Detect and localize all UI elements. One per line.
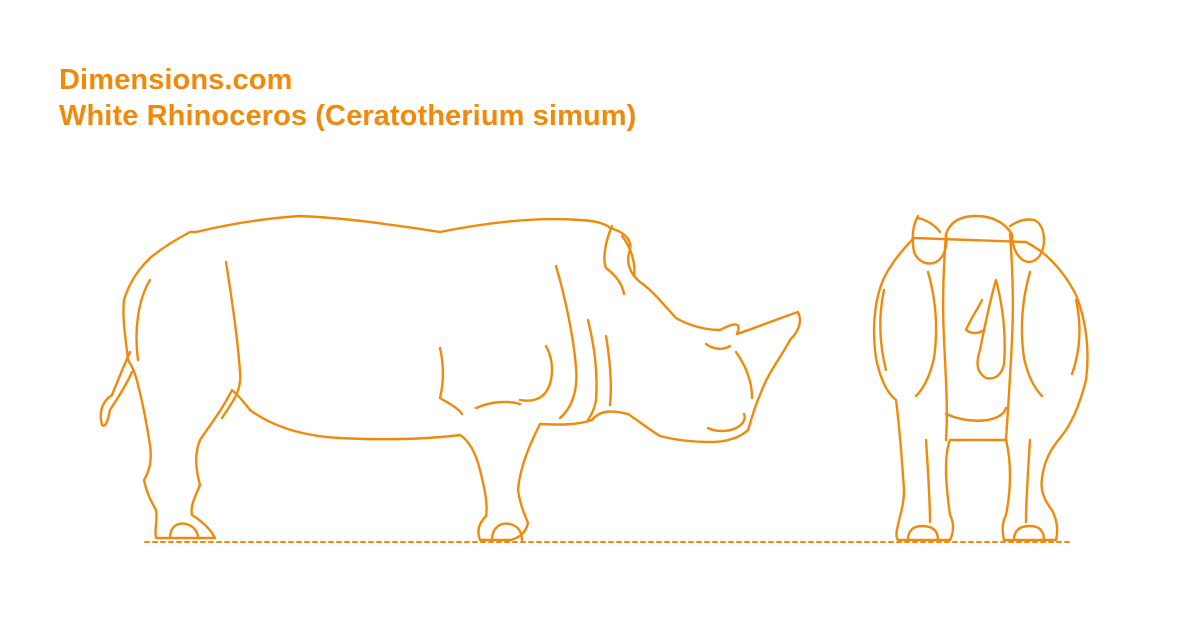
side-rump-fold <box>135 278 152 362</box>
side-chest-fold <box>518 344 554 402</box>
front-left-toes <box>906 524 940 542</box>
front-body-outline <box>872 236 1089 542</box>
page-title: White Rhinoceros (Ceratotherium simum) <box>59 100 637 132</box>
front-left-leg-line <box>924 438 932 524</box>
side-mouth <box>706 412 746 433</box>
front-left-shoulder-fold <box>914 270 938 398</box>
side-tail <box>99 350 134 427</box>
front-head-top <box>911 214 1046 265</box>
front-left-outer-fold <box>879 288 888 372</box>
side-ear-inner <box>620 234 636 278</box>
side-body-outline <box>122 214 802 542</box>
side-rear-toes <box>168 522 200 540</box>
front-right-shoulder-fold <box>1020 270 1044 398</box>
front-right-leg-line <box>1024 438 1032 524</box>
front-front-horn <box>976 278 1006 380</box>
side-front-leg-fold-1 <box>438 346 464 416</box>
front-face-right <box>1004 232 1015 442</box>
side-ear <box>603 224 626 296</box>
side-horn-base <box>734 350 754 400</box>
header: Dimensions.com White Rhinoceros (Ceratot… <box>59 62 636 134</box>
site-name: Dimensions.com <box>59 64 293 96</box>
side-neck-fold-2 <box>604 334 612 407</box>
side-eye <box>704 342 732 350</box>
front-face <box>941 232 949 442</box>
side-front-toes <box>490 522 524 542</box>
front-right-toes <box>1012 524 1046 542</box>
side-rear-leg-line <box>220 260 242 420</box>
front-rear-horn <box>964 298 986 335</box>
front-muzzle <box>944 406 1008 422</box>
front-right-outer-fold <box>1070 298 1081 376</box>
rhino-side-view <box>99 214 802 542</box>
front-left-ear <box>916 216 942 234</box>
side-front-leg-fold-2 <box>474 400 522 410</box>
side-shoulder-fold <box>554 264 578 420</box>
side-neck-fold-1 <box>586 318 598 422</box>
rhino-front-view <box>872 214 1089 542</box>
